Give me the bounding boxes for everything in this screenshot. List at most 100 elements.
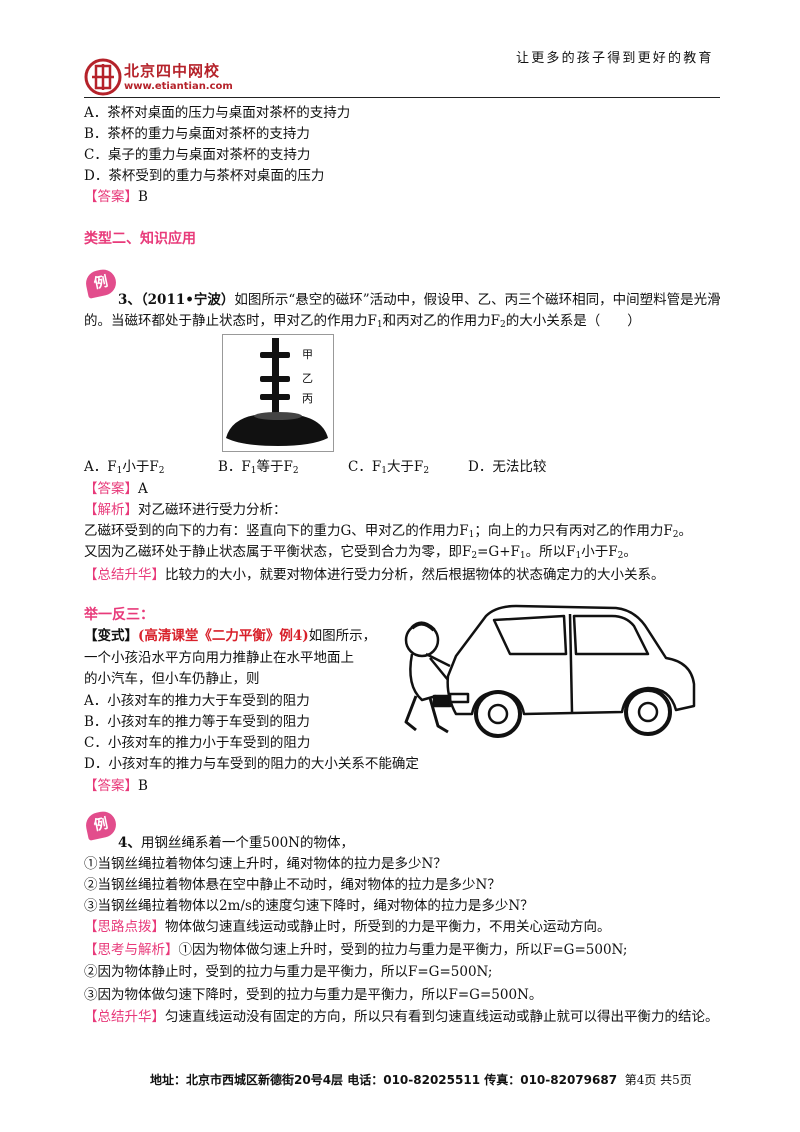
- q3-stem-line1: 3、（2011•宁波）如图所示“悬空的磁环”活动中，假设甲、乙、丙三个磁环相同，…: [118, 291, 721, 309]
- analysis-text: 又因为乙磁环处于静止状态属于平衡状态，它受到合力为零，即F: [84, 544, 472, 560]
- prev-option-b: B．茶杯的重力与桌面对茶杯的支持力: [84, 126, 310, 142]
- sub: 1: [116, 466, 123, 476]
- footer-address: 地址：北京市西城区新德街20号4层 电话：010-82025511 传真：010…: [150, 1073, 618, 1087]
- variant-option-d: D．小孩对车的推力与车受到的阻力的大小关系不能确定: [84, 756, 419, 772]
- sub: 2: [423, 466, 430, 476]
- logo: 北京四中网校 www.etiantian.com: [84, 58, 254, 96]
- example-badge-icon: 例: [83, 267, 119, 299]
- logo-text: 北京四中网校: [124, 62, 221, 80]
- footer-page: 第4页 共5页: [624, 1073, 692, 1087]
- q3-stem2-b: 和丙对乙的作用力F: [382, 313, 500, 329]
- header-slogan: 让更多的孩子得到更好的教育: [516, 51, 714, 66]
- sub: 2: [158, 466, 165, 476]
- analysis-text: 。所以F: [525, 544, 576, 560]
- label-jia: 甲: [302, 348, 313, 361]
- q3-analysis-line3: 又因为乙磁环处于静止状态属于平衡状态，它受到合力为零，即F2=G+F1。所以F1…: [84, 543, 637, 565]
- sub: 1: [250, 466, 257, 476]
- summary-text: 匀速直线运动没有固定的方向，所以只有看到匀速直线运动或静止就可以得出平衡力的结论…: [165, 1009, 719, 1025]
- opt-text: B．F: [218, 459, 251, 475]
- summary-tag: 【总结升华】: [84, 567, 165, 583]
- q3-option-d: D．无法比较: [468, 459, 547, 475]
- analysis-text: 小于F: [581, 544, 618, 560]
- hint-tag: 【思路点拨】: [84, 919, 165, 935]
- variant-source: (高清课堂《二力平衡》例4): [138, 628, 309, 644]
- q4-summary: 【总结升华】匀速直线运动没有固定的方向，所以只有看到匀速直线运动或静止就可以得出…: [84, 1008, 719, 1026]
- answer-value: A: [138, 481, 148, 497]
- footer: 地址：北京市西城区新德街20号4层 电话：010-82025511 传真：010…: [150, 1071, 692, 1088]
- q3-stem: 如图所示“悬空的磁环”活动中，假设甲、乙、丙三个磁环相同，中间塑料管是光滑: [234, 292, 721, 308]
- prev-option-a: A．茶杯对桌面的压力与桌面对茶杯的支持力: [84, 105, 351, 121]
- sub: 2: [499, 320, 506, 330]
- q4-part-1: ①当钢丝绳拉着物体匀速上升时，绳对物体的拉力是多少N？: [84, 856, 447, 872]
- q4-analysis-2: ②因为物体静止时，受到的拉力与重力是平衡力，所以F=G=500N;: [84, 964, 493, 980]
- q4-analysis-3: ③因为物体做匀速下降时，受到的拉力与重力是平衡力，所以F=G=500N。: [84, 987, 543, 1003]
- q3-source: （2011•宁波）: [140, 292, 235, 308]
- label-yi: 乙: [302, 372, 313, 385]
- summary-tag: 【总结升华】: [84, 1009, 165, 1025]
- magnet-ring-figure: 甲 乙 丙: [222, 334, 334, 452]
- section-title: 类型二、知识应用: [84, 231, 196, 247]
- answer-tag: 【答案】: [84, 189, 138, 205]
- answer-tag: 【答案】: [84, 778, 138, 794]
- variant-stem-line2: 一个小孩沿水平方向用力推静止在水平地面上: [84, 650, 354, 666]
- sub: 2: [292, 466, 299, 476]
- q4-stem-text: 用钢丝绳系着一个重500N的物体，: [140, 835, 354, 851]
- variant-stem-line1: 【变式】(高清课堂《二力平衡》例4)如图所示，: [84, 627, 376, 645]
- summary-text: 比较力的大小，就要对物体进行受力分析，然后根据物体的状态确定力的大小关系。: [165, 567, 665, 583]
- q3-summary: 【总结升华】比较力的大小，就要对物体进行受力分析，然后根据物体的状态确定力的大小…: [84, 566, 665, 584]
- hint-text: 物体做匀速直线运动或静止时，所受到的力是平衡力，不用关心运动方向。: [165, 919, 611, 935]
- analysis-text: 。: [623, 544, 637, 560]
- q3-stem2-c: 的大小关系是（ ）: [505, 313, 641, 329]
- analysis-text: ；向上的力只有丙对乙的作用力F: [474, 523, 673, 539]
- q3-analysis: 【解析】对乙磁环进行受力分析：: [84, 501, 287, 519]
- sub: 2: [617, 551, 624, 561]
- opt-text: 等于F: [256, 459, 293, 475]
- q3-number: 3、: [118, 292, 141, 308]
- sub: 1: [468, 530, 475, 540]
- opt-text: 小于F: [122, 459, 159, 475]
- q3-option-a: A．F1小于F2: [84, 458, 164, 480]
- analysis-text: 。: [678, 523, 693, 539]
- sub: 1: [376, 320, 383, 330]
- opt-text: 大于F: [386, 459, 424, 475]
- analysis-text: 乙磁环受到的向下的力有：竖直向下的重力G、甲对乙的作用力F: [84, 523, 469, 539]
- example-badge-icon: 例: [83, 809, 119, 841]
- analysis-tag: 【解析】: [84, 502, 138, 518]
- sub: 1: [575, 551, 582, 561]
- q3-option-b: B．F1等于F2: [218, 458, 299, 480]
- variant-stem-line3: 的小汽车，但小车仍静止，则: [84, 671, 260, 687]
- variant-option-a: A．小孩对车的推力大于车受到的阻力: [84, 693, 310, 709]
- sub: 2: [471, 551, 478, 561]
- q4-analysis-1: 【思考与解析】①因为物体做匀速上升时，受到的拉力与重力是平衡力，所以F=G=50…: [84, 941, 627, 959]
- q4-hint: 【思路点拨】物体做匀速直线运动或静止时，所受到的力是平衡力，不用关心运动方向。: [84, 918, 611, 936]
- answer-tag: 【答案】: [84, 481, 138, 497]
- prev-option-d: D．茶杯受到的重力与茶杯对桌面的压力: [84, 168, 325, 184]
- q3-answer: 【答案】A: [84, 480, 148, 498]
- analysis-text: =G+F: [477, 544, 520, 560]
- variant-stem: 如图所示，: [308, 628, 377, 644]
- variant-title: 举一反三：: [84, 607, 154, 623]
- variant-option-b: B．小孩对车的推力等于车受到的阻力: [84, 714, 310, 730]
- q4-stem: 4、用钢丝绳系着一个重500N的物体，: [118, 834, 354, 852]
- opt-text: C．F: [348, 459, 382, 475]
- label-bing: 丙: [302, 392, 313, 405]
- q3-analysis-line2: 乙磁环受到的向下的力有：竖直向下的重力G、甲对乙的作用力F1；向上的力只有丙对乙…: [84, 522, 692, 544]
- car-child-drawing: [404, 604, 696, 738]
- logo-url: www.etiantian.com: [124, 81, 233, 92]
- prev-option-c: C．桌子的重力与桌面对茶杯的支持力: [84, 147, 311, 163]
- car-push-illustration: [386, 596, 706, 746]
- prev-answer: 【答案】B: [84, 188, 148, 206]
- q3-option-c: C．F1大于F2: [348, 458, 429, 480]
- answer-value: B: [138, 778, 148, 794]
- sub: 1: [519, 551, 526, 561]
- analysis-text: ①因为物体做匀速上升时，受到的拉力与重力是平衡力，所以F=G=500N;: [178, 942, 628, 958]
- q3-stem2-a: 的。当磁环都处于静止状态时，甲对乙的作用力F: [84, 313, 377, 329]
- sub: 1: [381, 466, 387, 476]
- logo-emblem-icon: [84, 58, 122, 96]
- q4-part-3: ③当钢丝绳拉着物体以2m/s的速度匀速下降时，绳对物体的拉力是多少N？: [84, 898, 534, 914]
- q4-part-2: ②当钢丝绳拉着物体悬在空中静止不动时，绳对物体的拉力是多少N？: [84, 877, 501, 893]
- variant-tag: 【变式】: [84, 628, 138, 644]
- analysis-tag: 【思考与解析】: [84, 942, 179, 958]
- magnet-ring-illustration: [222, 334, 334, 452]
- sub: 2: [672, 530, 679, 540]
